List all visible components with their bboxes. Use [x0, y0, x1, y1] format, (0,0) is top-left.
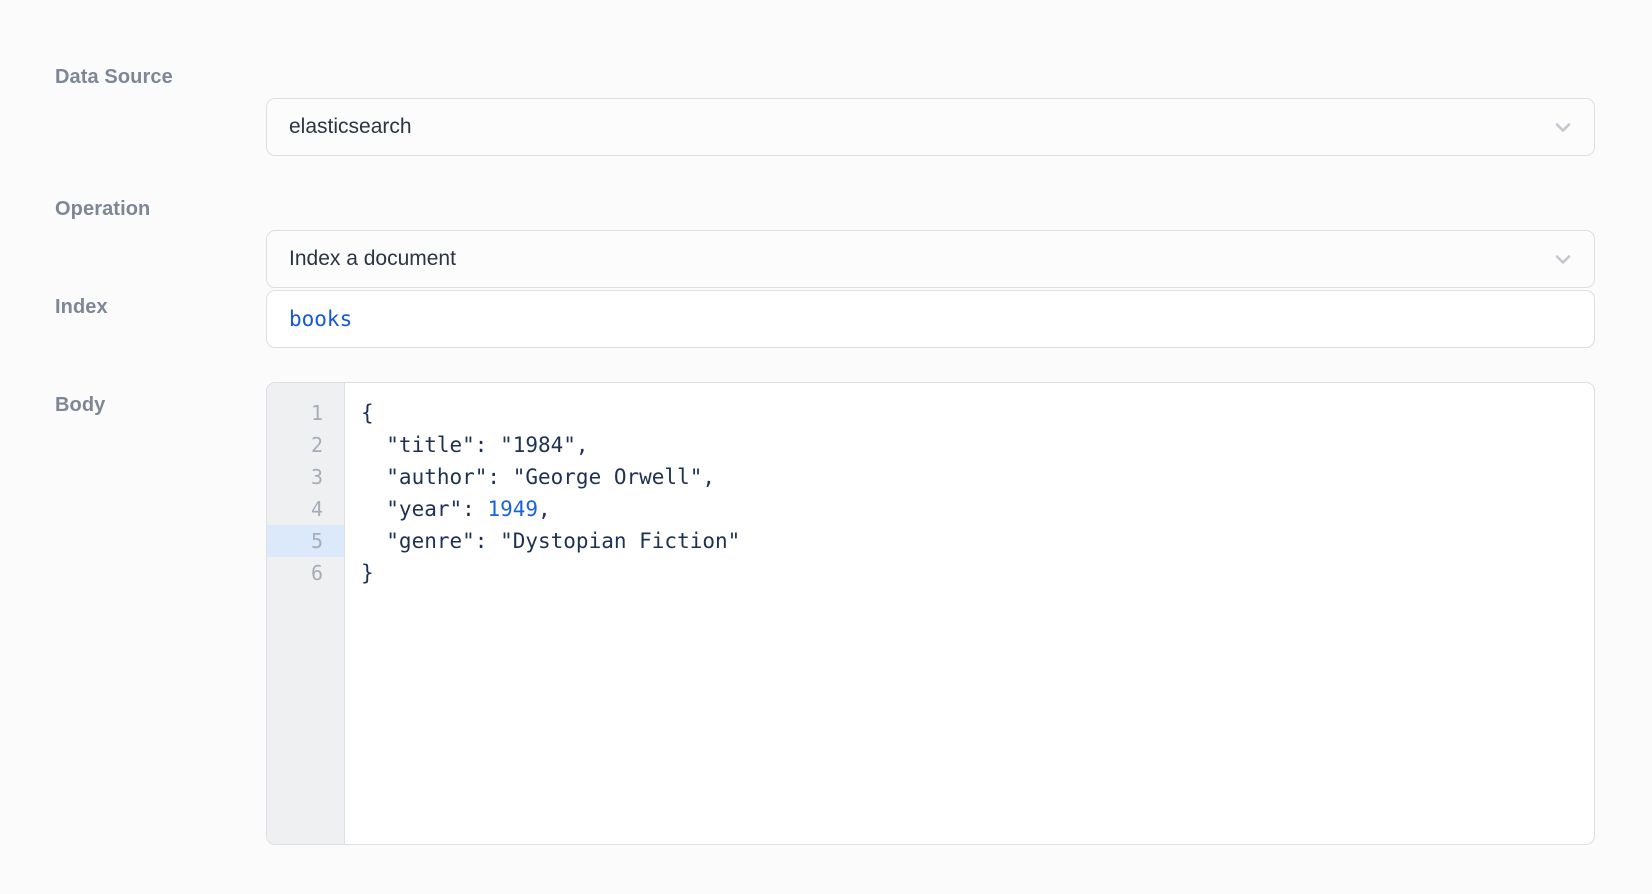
index-input[interactable]: books [266, 290, 1595, 348]
operation-label: Operation [55, 198, 151, 220]
code-line: } [361, 561, 374, 585]
chevron-down-icon[interactable] [1550, 114, 1576, 140]
operation-value: Index a document [289, 247, 456, 270]
chevron-down-icon[interactable] [1550, 246, 1576, 272]
data-source-select[interactable]: elasticsearch [266, 98, 1595, 156]
field-row-index: Index books [0, 282, 1652, 366]
line-number: 1 [310, 401, 323, 425]
index-label: Index [55, 296, 108, 318]
code-line: "genre": "Dystopian Fiction" [361, 529, 741, 553]
editor-gutter: 1 2 3 4 5 6 [267, 383, 345, 844]
body-label: Body [55, 394, 106, 416]
code-punct: , [538, 497, 551, 521]
index-value: books [289, 307, 353, 331]
operation-select[interactable]: Index a document [266, 230, 1595, 288]
line-number: 4 [310, 497, 323, 521]
code-line: { [361, 401, 374, 425]
data-source-value: elasticsearch [289, 115, 412, 138]
line-number: 2 [310, 433, 323, 457]
editor-code-area[interactable]: { "title": "1984", "author": "George Orw… [345, 383, 1594, 844]
data-source-label: Data Source [55, 66, 173, 88]
field-row-operation: Operation Index a document [0, 184, 1652, 288]
body-code-editor[interactable]: 1 2 3 4 5 6 { "title": "1984", "author":… [266, 382, 1595, 845]
field-row-body: Body 1 2 3 4 5 6 { "title": "1984", "aut… [0, 382, 1652, 852]
code-line: "author": "George Orwell", [361, 465, 716, 489]
field-row-data-source: Data Source elasticsearch [0, 46, 1652, 156]
code-key: "year": [361, 497, 488, 521]
code-number: 1949 [487, 497, 539, 521]
code-line: "year": 1949, [361, 493, 1594, 525]
line-number: 6 [310, 561, 323, 585]
code-line: "title": "1984", [361, 433, 589, 457]
line-number-active: 5 [267, 525, 344, 557]
line-number: 3 [310, 465, 323, 489]
